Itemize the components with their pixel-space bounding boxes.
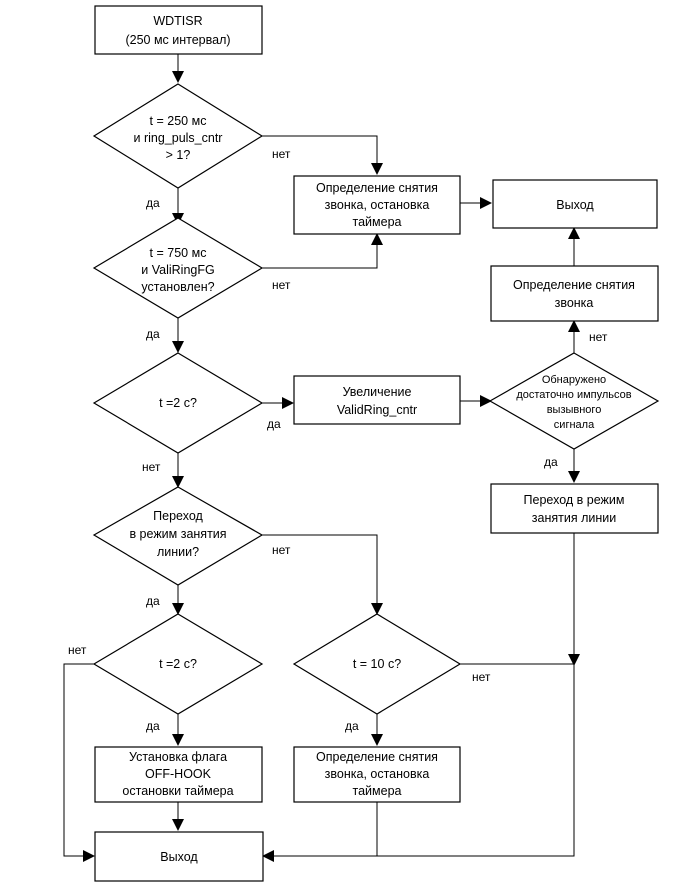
decision-d2: t = 750 мс и ValiRingFG установлен?: [92, 217, 264, 319]
exit-top-label: Выход: [556, 198, 594, 212]
d5-line-1: t =2 с?: [159, 657, 197, 671]
d1-line-3: > 1?: [166, 148, 191, 162]
edge-label-d5-no: нет: [68, 643, 87, 657]
process-busy-right: Переход в режим занятия линии: [490, 483, 659, 534]
edge-label-d2-yes: да: [146, 327, 160, 341]
edge-label-d1-no: нет: [272, 147, 291, 161]
detect2-line-3: таймера: [353, 784, 402, 798]
edge-label-d3-no: нет: [142, 460, 161, 474]
edge-label-d1-yes: да: [146, 196, 160, 210]
process-offhook: Установка флага OFF-HOOK остановки тайме…: [94, 746, 263, 803]
decision-d6: t = 10 с?: [292, 613, 462, 715]
d6-line-1: t = 10 с?: [353, 657, 401, 671]
detect1-line-2: звонка, остановка: [325, 198, 430, 212]
process-detect2: Определение снятия звонка, остановка тай…: [293, 746, 461, 803]
edge-label-d6-yes: да: [345, 719, 359, 733]
edge-label-d4-yes: да: [146, 594, 160, 608]
detect-right-line-1: Определение снятия: [513, 278, 635, 292]
arrow-d2-no: [262, 233, 383, 269]
arrow-d4-no: [262, 534, 383, 615]
edge-label-d5-yes: да: [146, 719, 160, 733]
exit-top: Выход: [492, 179, 658, 229]
decision-enough: Обнаружено достаточно импульсов вызывног…: [488, 352, 660, 450]
edge-label-enough-yes: да: [544, 455, 558, 469]
edge-labels: нет да нет да да нет нет да нет да нет д…: [68, 147, 608, 733]
exit-bottom: Выход: [94, 831, 264, 882]
d2-line-2: и ValiRingFG: [141, 263, 214, 277]
process-incr: Увеличение ValidRing_cntr: [293, 375, 461, 425]
detect1-line-1: Определение снятия: [316, 181, 438, 195]
busy-right-line-2: занятия линии: [532, 511, 616, 525]
offhook-line-3: остановки таймера: [122, 784, 233, 798]
offhook-line-2: OFF-HOOK: [145, 767, 212, 781]
start-box: WDTISR (250 мс интервал): [94, 5, 263, 55]
process-detect-right: Определение снятия звонка: [490, 265, 659, 322]
enough-line-4: сигнала: [554, 419, 595, 431]
start-line-1: WDTISR: [153, 14, 202, 28]
edge-label-d2-no: нет: [272, 278, 291, 292]
busy-right-line-1: Переход в режим: [524, 493, 625, 507]
detect2-line-1: Определение снятия: [316, 750, 438, 764]
enough-line-3: вызывного: [547, 404, 602, 416]
enough-line-2: достаточно импульсов: [516, 389, 631, 401]
offhook-line-1: Установка флага: [129, 750, 227, 764]
detect2-line-2: звонка, остановка: [325, 767, 430, 781]
d4-line-3: линии?: [157, 545, 199, 559]
d1-line-1: t = 250 мс: [150, 114, 207, 128]
arrow-d5-no: [63, 663, 95, 862]
d2-line-1: t = 750 мс: [150, 246, 207, 260]
incr-line-2: ValidRing_cntr: [337, 403, 417, 417]
process-detect1: Определение снятия звонка, остановка тай…: [293, 175, 461, 235]
decision-d3: t =2 с?: [92, 352, 264, 454]
edge-label-d4-no: нет: [272, 543, 291, 557]
connectors: [63, 54, 580, 862]
decision-d5: t =2 с?: [92, 613, 264, 715]
incr-line-1: Увеличение: [343, 385, 412, 399]
d2-line-3: установлен?: [141, 280, 214, 294]
d1-line-2: и ring_puls_cntr: [134, 131, 223, 145]
d3-line-1: t =2 с?: [159, 396, 197, 410]
start-line-2: (250 мс интервал): [125, 33, 230, 47]
exit-bottom-label: Выход: [160, 850, 198, 864]
decision-d4: Переход в режим занятия линии?: [92, 486, 264, 586]
detect-right-line-2: звонка: [555, 296, 594, 310]
edge-label-d6-no: нет: [472, 670, 491, 684]
detect1-line-3: таймера: [353, 215, 402, 229]
arrow-d1-no: [262, 135, 383, 175]
edge-label-d3-yes: да: [267, 417, 281, 431]
d4-line-2: в режим занятия: [129, 527, 226, 541]
d4-line-1: Переход: [153, 509, 203, 523]
enough-line-1: Обнаружено: [542, 374, 606, 386]
arrow-d6-no: [262, 663, 575, 862]
edge-label-enough-no: нет: [589, 330, 608, 344]
decision-d1: t = 250 мс и ring_puls_cntr > 1?: [92, 83, 264, 189]
